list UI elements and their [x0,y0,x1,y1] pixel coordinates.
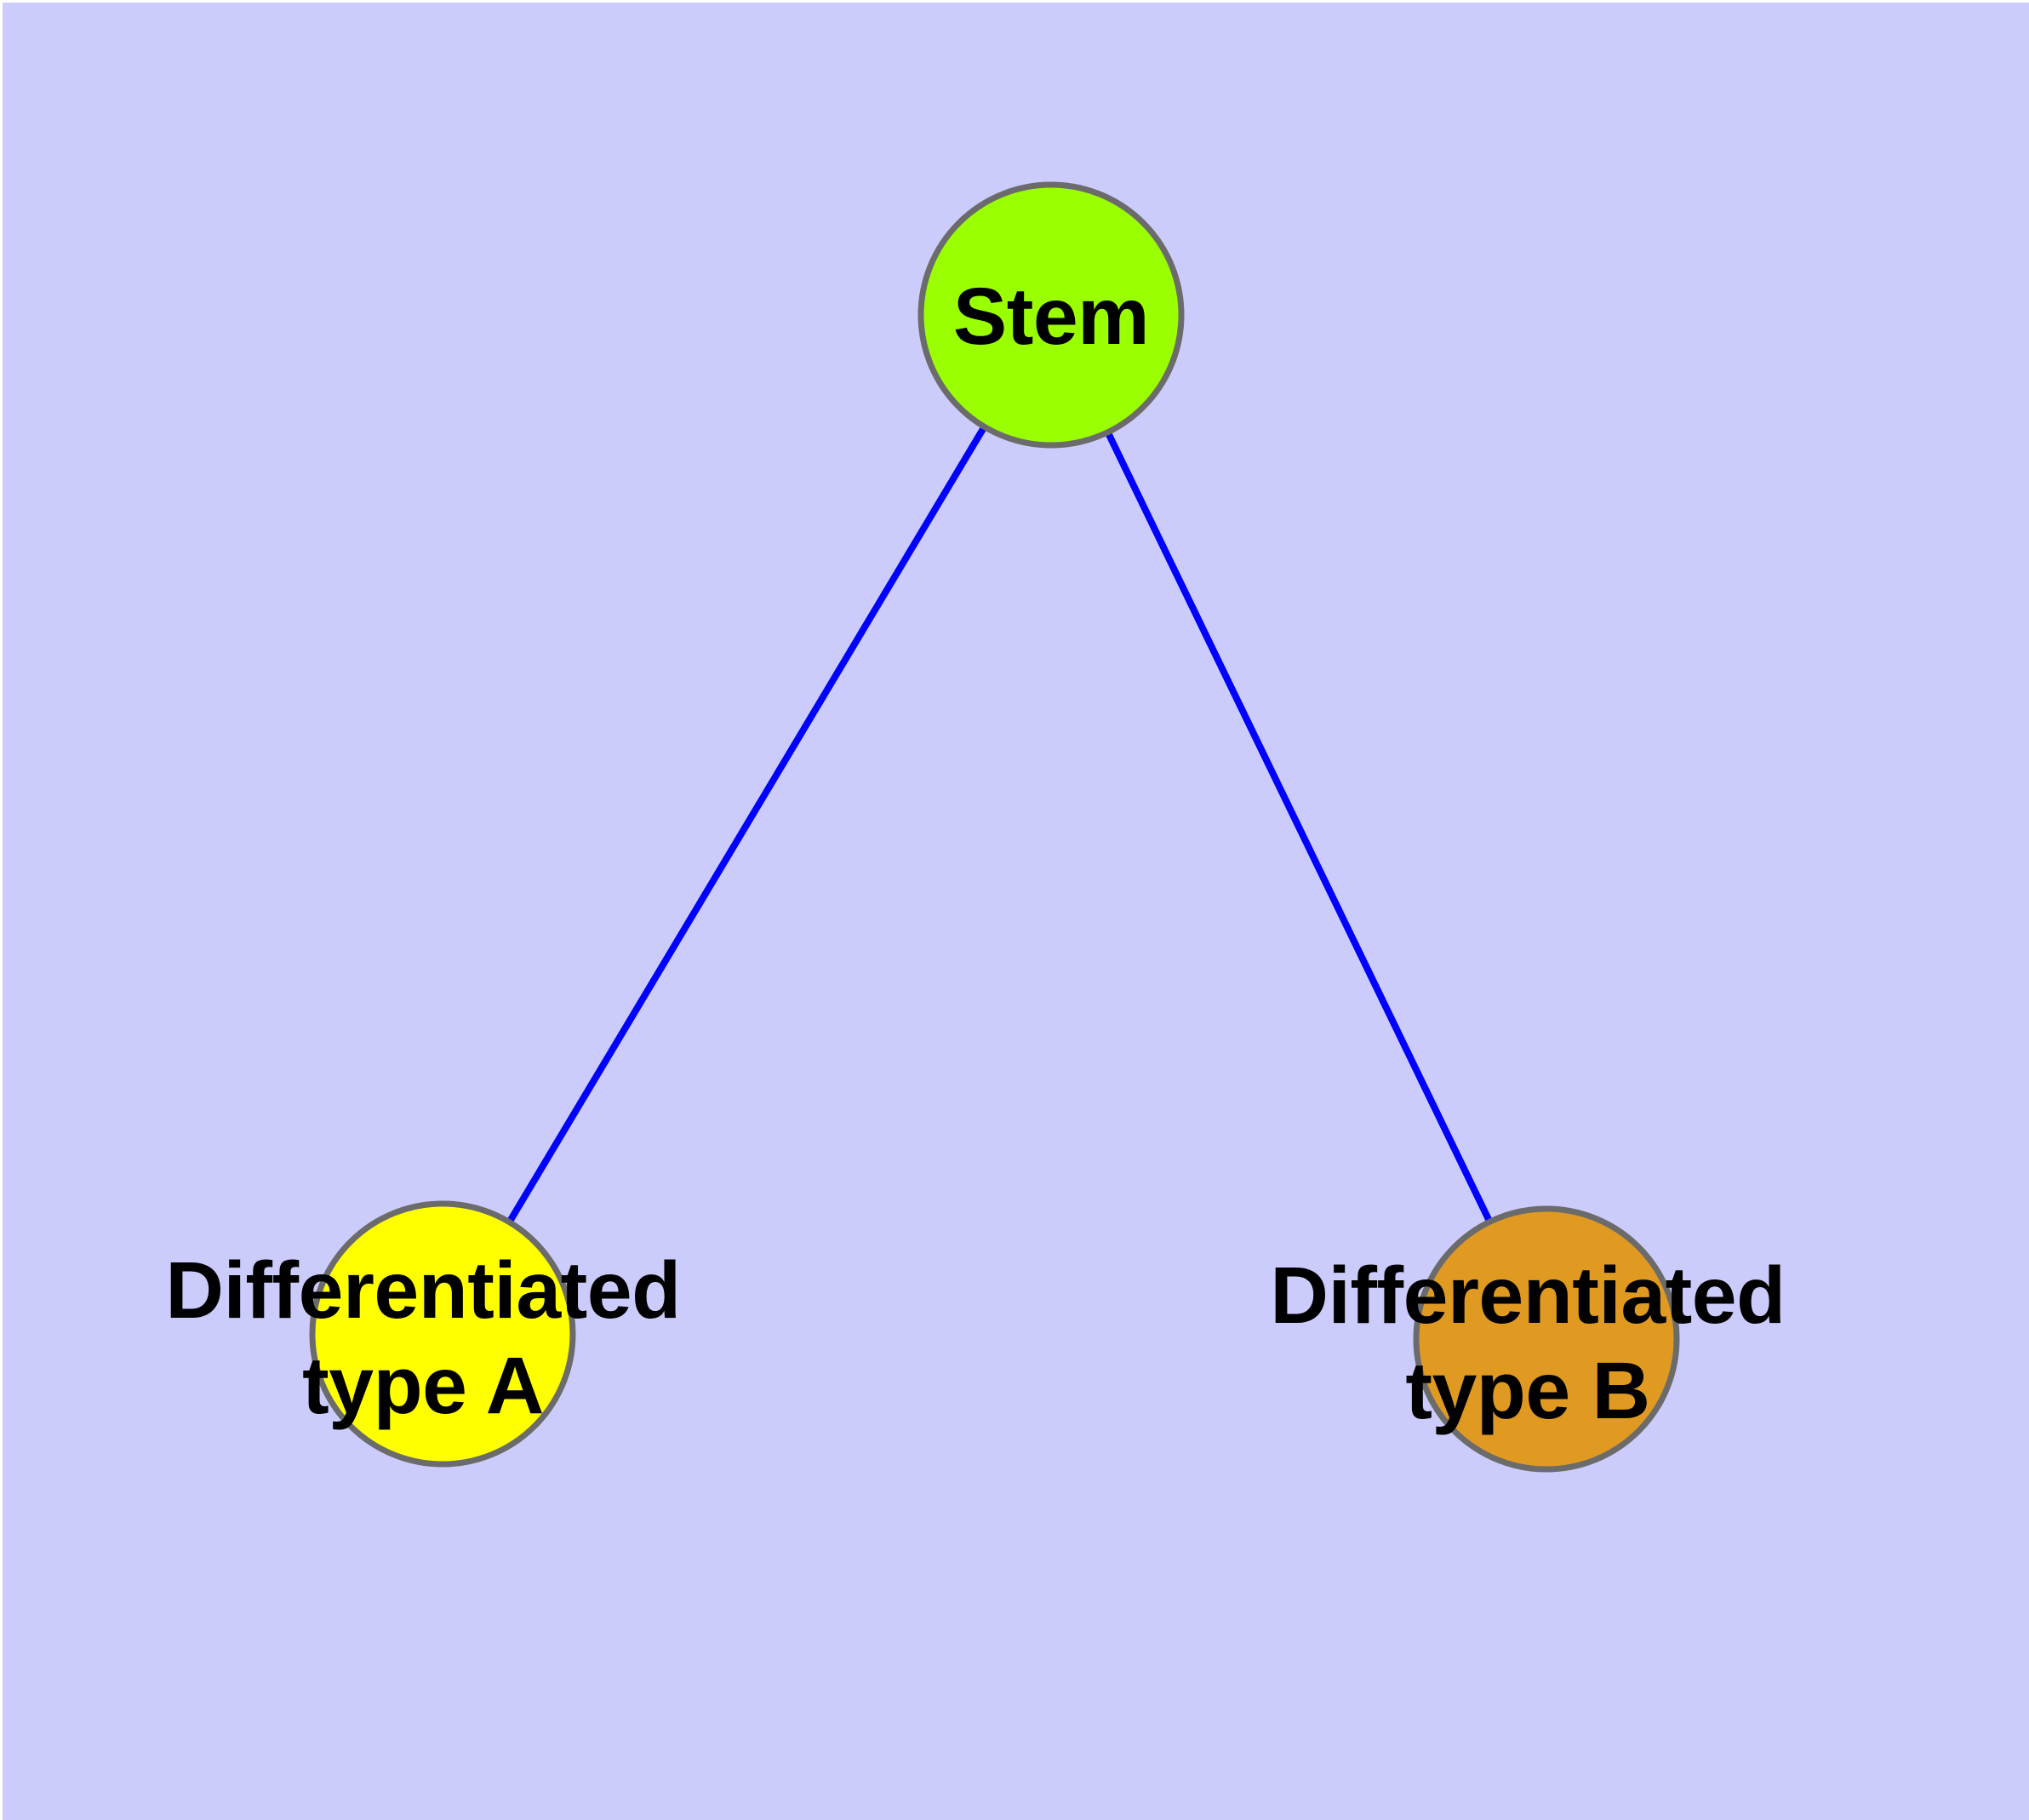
node-stem[interactable] [917,181,1185,449]
node-differentiated-type-a[interactable] [309,1200,576,1468]
edge-layer [439,312,1550,1341]
edge-stem-to-differentiated-type-b[interactable] [1048,313,1550,1341]
node-layer [309,181,1680,1473]
node-differentiated-type-b[interactable] [1413,1205,1680,1473]
edge-stem-to-differentiated-type-a[interactable] [439,312,1055,1336]
